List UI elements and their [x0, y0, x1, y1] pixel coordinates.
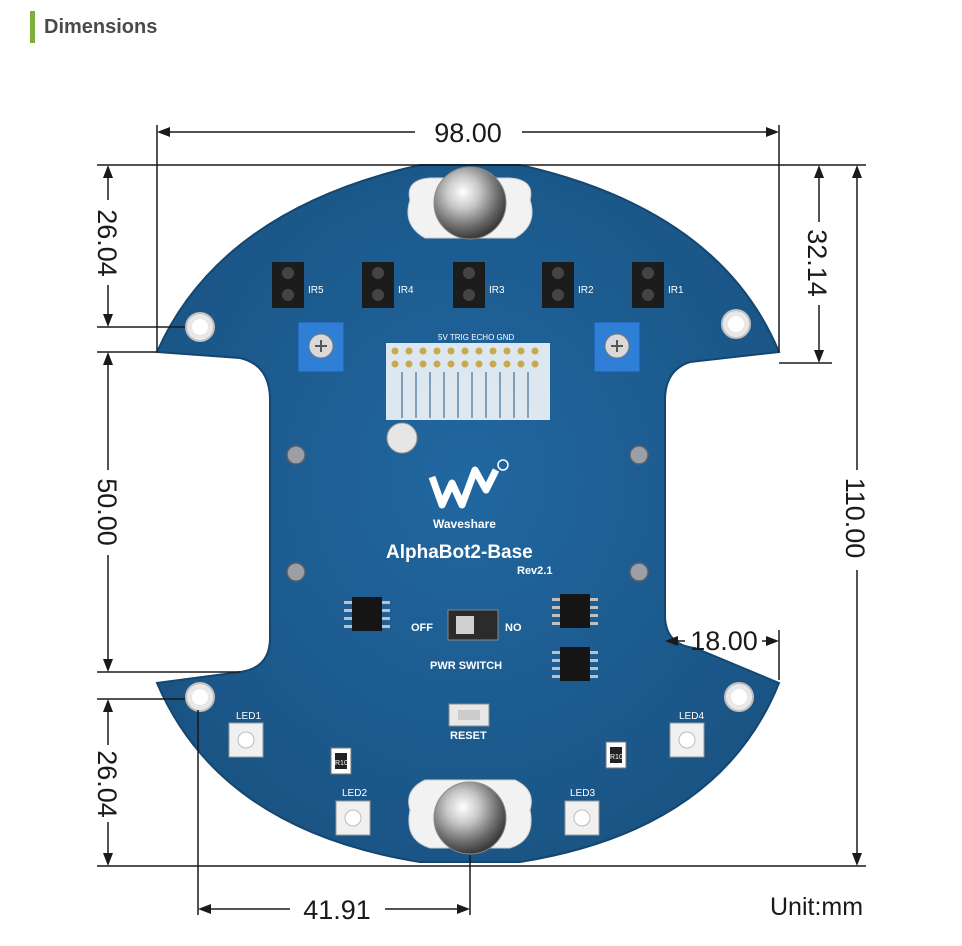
- resistors: R10 R10: [330, 741, 627, 775]
- section-header: Dimensions: [30, 11, 157, 43]
- reset-label: RESET: [450, 730, 487, 742]
- ir-label: IR1: [668, 285, 684, 296]
- dim-total-height: 110.00: [840, 478, 870, 559]
- led-label: LED1: [236, 711, 261, 722]
- header-accent-bar: [30, 11, 35, 43]
- dimension-lines: [97, 125, 866, 915]
- waveshare-logo: Waveshare: [428, 459, 509, 531]
- header-top-label: 5V TRIG ECHO GND: [438, 333, 515, 342]
- dim-left-bottom: 26.04: [92, 750, 122, 818]
- brand-name: Waveshare: [433, 517, 496, 531]
- led-label: LED2: [342, 788, 367, 799]
- mounting-holes: [185, 309, 754, 712]
- led-4: LED4: [669, 711, 705, 758]
- unit-label: Unit:mm: [770, 893, 864, 921]
- switch-label: PWR SWITCH: [430, 660, 502, 672]
- reset-button: RESET: [448, 703, 490, 742]
- screws: [286, 445, 649, 582]
- switch-on-label: NO: [505, 622, 522, 634]
- led-2: LED2: [335, 788, 371, 836]
- chip-pins: [344, 598, 598, 678]
- resistor-code: R10: [335, 760, 348, 767]
- ir-sensor-ir1: IR1: [632, 262, 684, 308]
- board-model-name: AlphaBot2-Base: [386, 542, 533, 563]
- dim-left-top: 26.04: [92, 209, 122, 277]
- dim-width-top: 98.00: [434, 118, 502, 148]
- potentiometer-right: [593, 321, 641, 373]
- switch-off-label: OFF: [411, 622, 433, 634]
- dim-bottom-offset: 41.91: [303, 895, 371, 925]
- ir-sensor-ir5: IR5: [272, 262, 324, 308]
- led-1: LED1: [228, 711, 264, 758]
- resistor-code: R10: [610, 754, 623, 761]
- dimension-arrowheads: [103, 127, 862, 914]
- certification-mark: [386, 422, 418, 454]
- ir-label: IR5: [308, 285, 324, 296]
- ir-sensor-row: IR5 IR4 IR3 IR2 IR1: [272, 262, 684, 308]
- dim-right-top: 32.14: [802, 229, 832, 297]
- ir-label: IR3: [489, 285, 505, 296]
- board-revision: Rev2.1: [517, 565, 552, 577]
- ir-label: IR2: [578, 285, 594, 296]
- section-title: Dimensions: [44, 15, 158, 38]
- led-3: LED3: [564, 788, 600, 836]
- dim-left-middle: 50.00: [92, 478, 122, 546]
- led-label: LED3: [570, 788, 595, 799]
- potentiometer-left: [297, 321, 345, 373]
- ir-label: IR4: [398, 285, 414, 296]
- dim-notch-depth: 18.00: [690, 626, 758, 656]
- caster-ball-top: [407, 166, 533, 240]
- ir-sensor-ir4: IR4: [362, 262, 414, 308]
- power-switch: OFF NO PWR SWITCH: [411, 609, 522, 672]
- ic-chips: [352, 594, 590, 681]
- led-label: LED4: [679, 711, 704, 722]
- ir-sensor-ir3: IR3: [453, 262, 505, 308]
- pin-header: 5V TRIG ECHO GND: [386, 333, 550, 420]
- ir-sensor-ir2: IR2: [542, 262, 594, 308]
- caster-ball-bottom: [408, 779, 532, 855]
